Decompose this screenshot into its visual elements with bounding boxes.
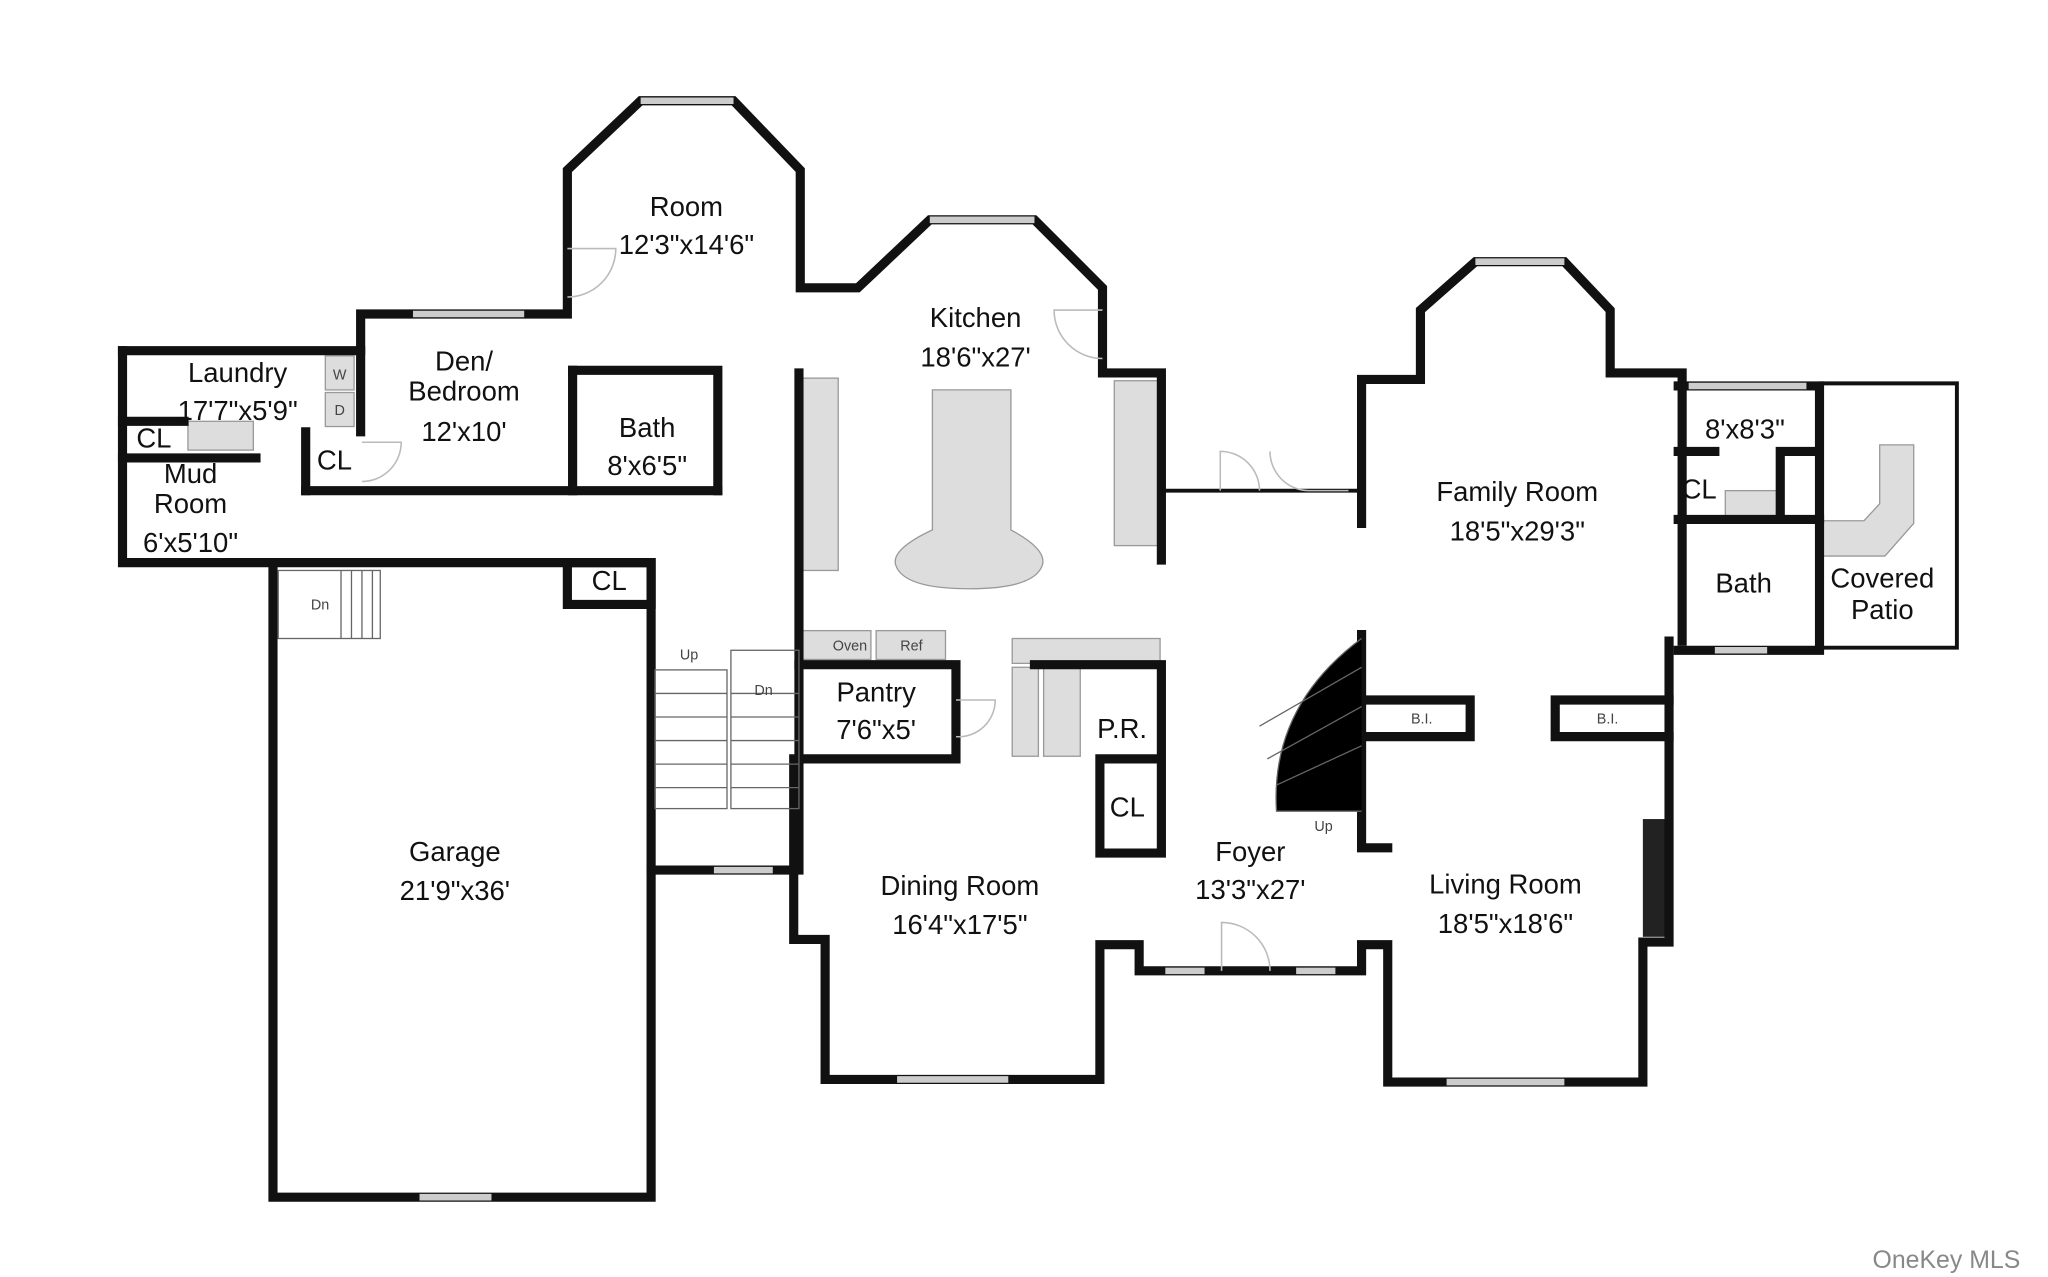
mud-room-size: 6'x5'10" bbox=[143, 527, 238, 558]
closet-label: CL bbox=[1110, 791, 1145, 822]
room-size: 12'3"x14'6" bbox=[619, 229, 754, 260]
family-room-label: Family Room bbox=[1436, 476, 1598, 507]
foyer-label: Foyer bbox=[1215, 836, 1285, 867]
doors bbox=[361, 247, 1349, 971]
room-labels: Room 12'3"x14'6" Kitchen 18'6"x27' Laund… bbox=[136, 191, 1934, 940]
counters bbox=[187, 355, 1915, 757]
closet-label: CL bbox=[592, 565, 627, 596]
bath-size: 8'x6'5" bbox=[607, 450, 687, 481]
stairs-up-label: Up bbox=[1314, 819, 1332, 835]
ref-label: Ref bbox=[900, 638, 923, 654]
foyer-size: 13'3"x27' bbox=[1195, 874, 1305, 905]
living-room-label: Living Room bbox=[1429, 869, 1582, 900]
closet-label: CL bbox=[1682, 474, 1717, 505]
stairs-up-label: Up bbox=[680, 647, 698, 663]
stairs-down-label: Dn bbox=[311, 598, 329, 614]
room-label: Room bbox=[650, 191, 723, 222]
walls bbox=[117, 96, 1959, 1202]
dining-room-label: Dining Room bbox=[880, 870, 1039, 901]
washer-label: W bbox=[333, 367, 347, 383]
family-room-size: 18'5"x29'3" bbox=[1450, 515, 1585, 546]
garage-size: 21'9"x36' bbox=[400, 875, 510, 906]
laundry-label: Laundry bbox=[188, 357, 288, 388]
pantry-size: 7'6"x5' bbox=[836, 714, 916, 745]
powder-room-label: P.R. bbox=[1097, 713, 1147, 744]
mud-room-label-2: Room bbox=[154, 488, 227, 519]
den-size: 12'x10' bbox=[421, 416, 506, 447]
kitchen-label: Kitchen bbox=[930, 302, 1022, 333]
laundry-size: 17'7"x5'9" bbox=[178, 395, 298, 426]
closet-label: CL bbox=[136, 422, 171, 453]
windows bbox=[412, 97, 1807, 1201]
closet-label: CL bbox=[317, 445, 352, 476]
built-in-label: B.I. bbox=[1597, 712, 1619, 728]
pantry-label: Pantry bbox=[836, 676, 916, 707]
mud-room-label: Mud bbox=[164, 458, 217, 489]
bath-label: Bath bbox=[619, 412, 676, 443]
garage-label: Garage bbox=[409, 836, 501, 867]
built-in-label: B.I. bbox=[1411, 712, 1433, 728]
watermark: OneKey MLS bbox=[1873, 1247, 2021, 1274]
den-label-2: Bedroom bbox=[408, 375, 519, 406]
stairs-down-label: Dn bbox=[754, 683, 772, 699]
dryer-label: D bbox=[335, 403, 345, 419]
patio-label: Covered bbox=[1830, 562, 1934, 593]
oven-label: Oven bbox=[833, 638, 867, 654]
stairs bbox=[277, 569, 1362, 812]
bath-2-label: Bath bbox=[1715, 568, 1772, 599]
annex-size: 8'x8'3" bbox=[1705, 413, 1785, 444]
living-room-size: 18'5"x18'6" bbox=[1438, 908, 1573, 939]
kitchen-size: 18'6"x27' bbox=[920, 341, 1030, 372]
den-label: Den/ bbox=[435, 345, 493, 376]
dining-room-size: 16'4"x17'5" bbox=[892, 909, 1027, 940]
patio-label-2: Patio bbox=[1851, 594, 1914, 625]
